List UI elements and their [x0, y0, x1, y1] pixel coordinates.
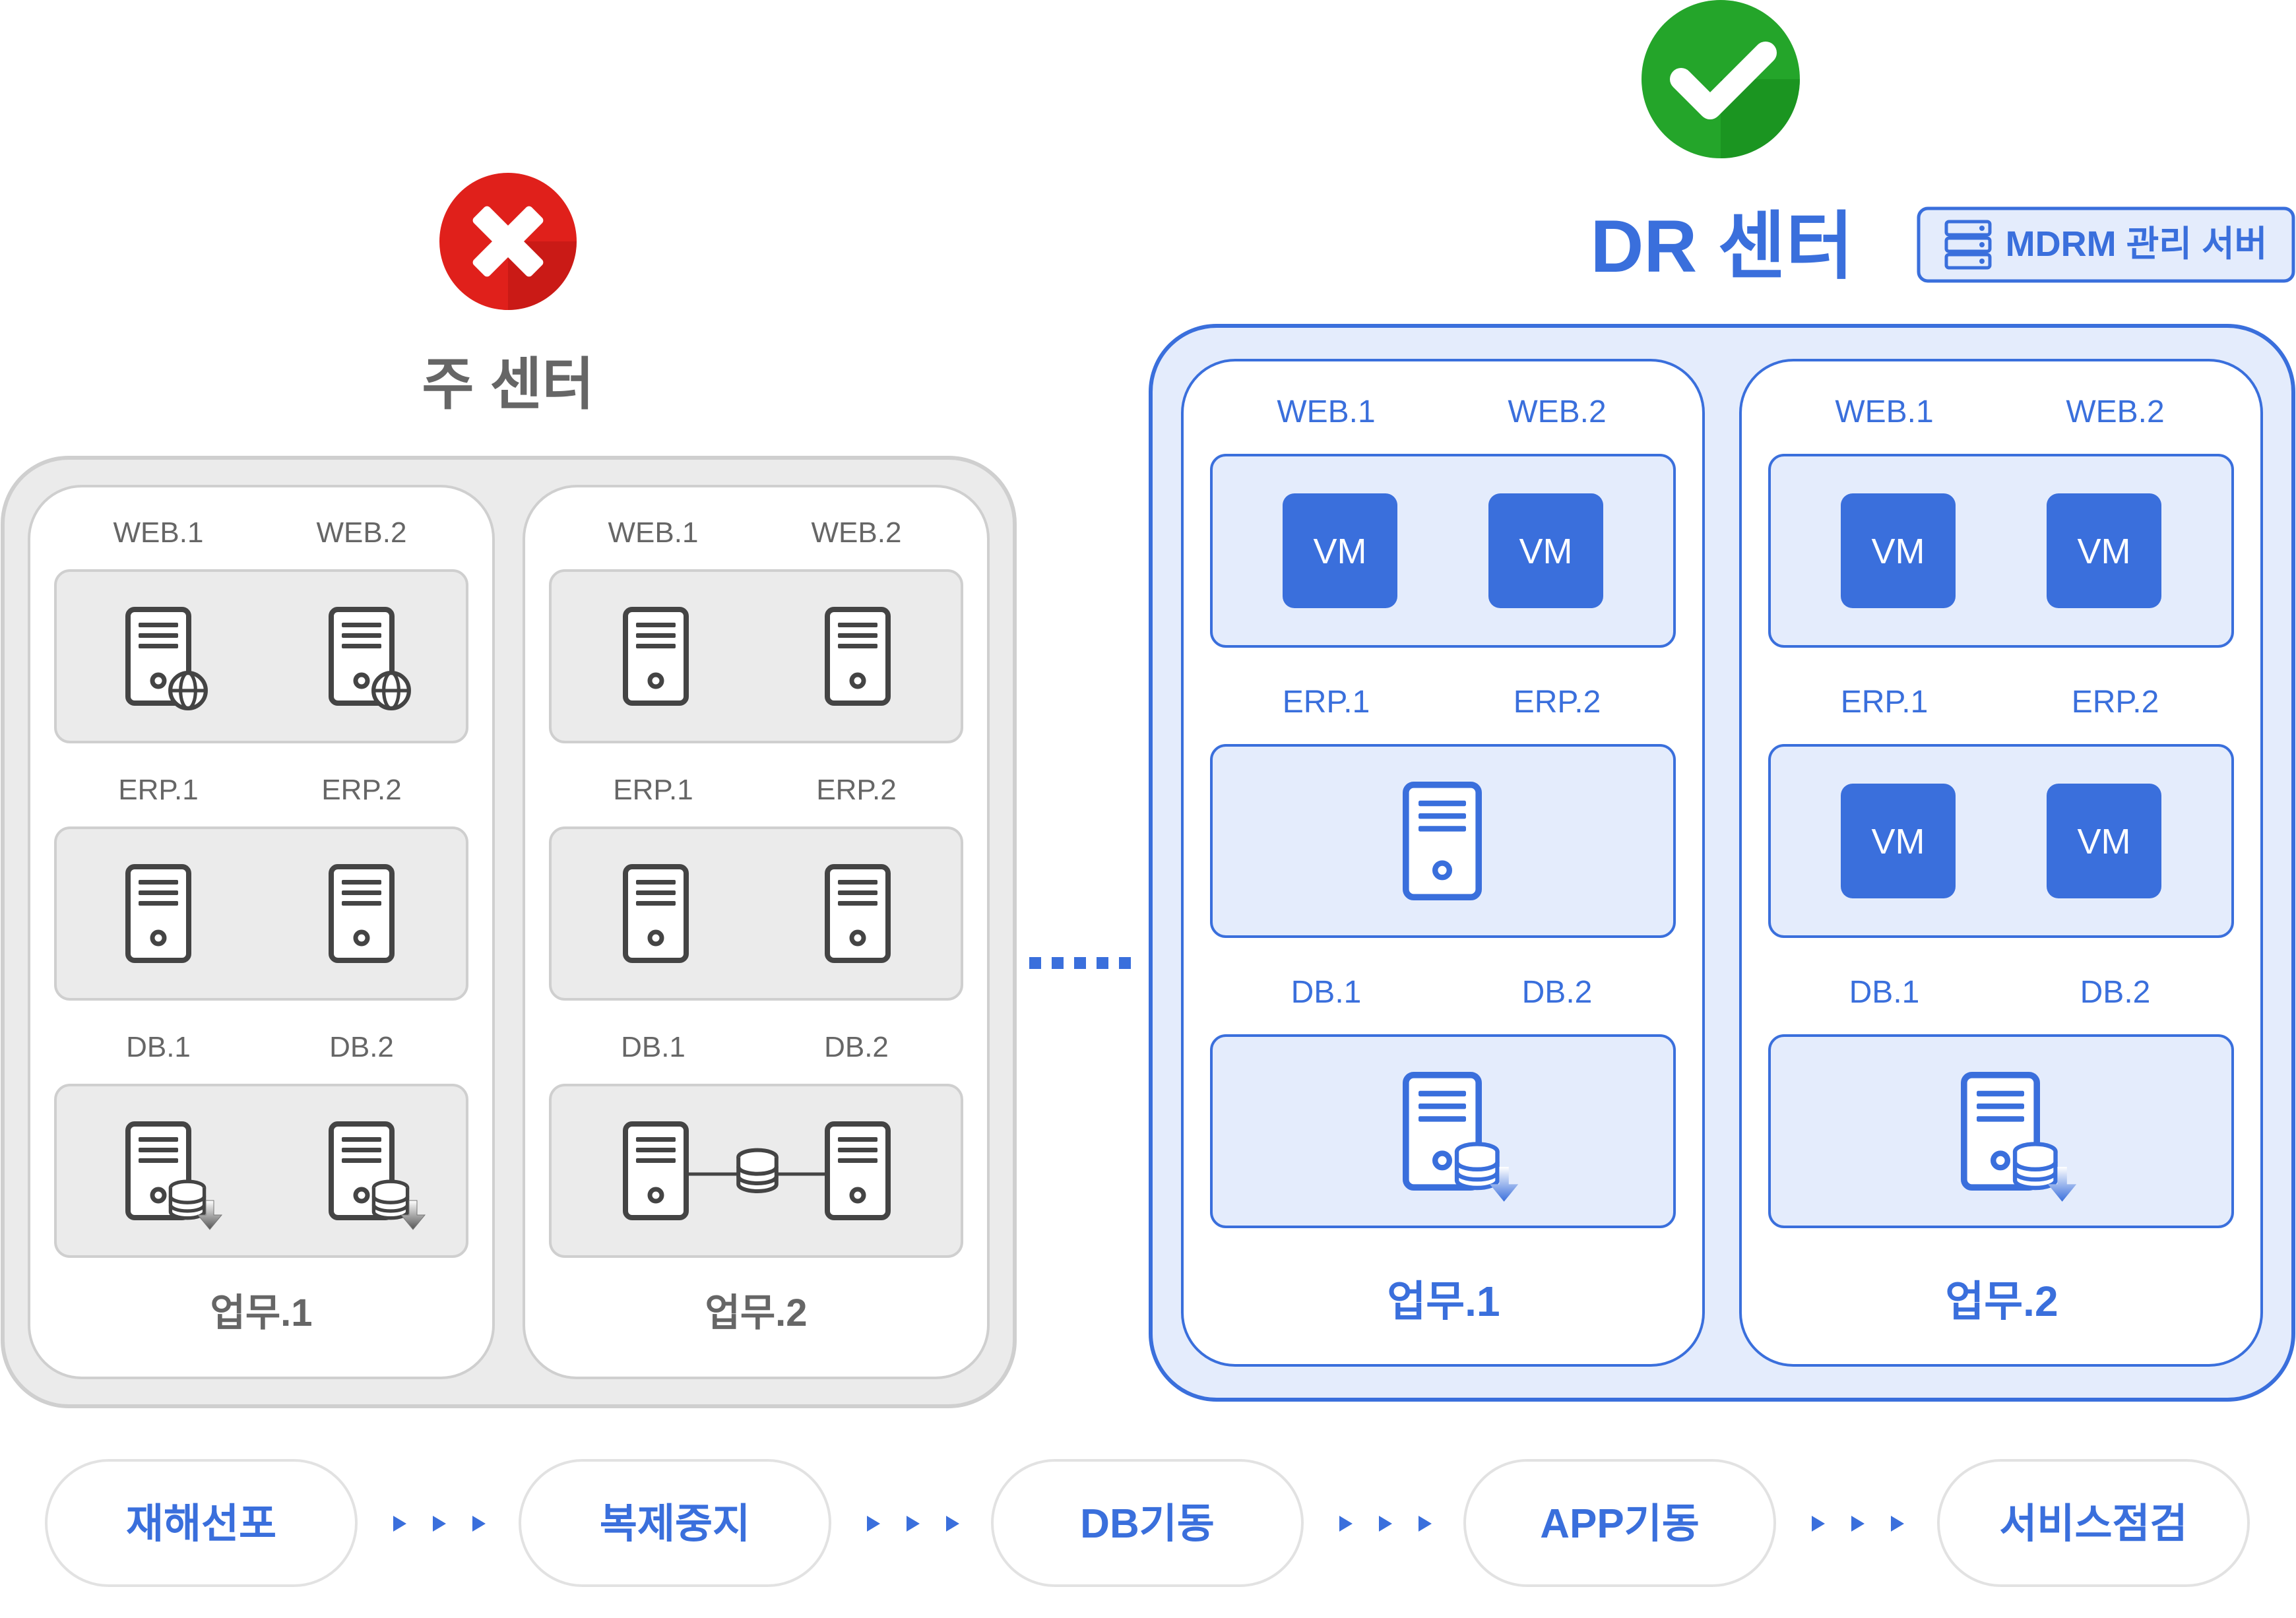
svg-text:APP기동: APP기동	[1540, 1501, 1700, 1547]
main-g1-erp1-label: ERP.1	[118, 774, 199, 806]
dr-g1-erp1-label: ERP.1	[1283, 685, 1370, 720]
main-g2-db1-label: DB.1	[621, 1031, 686, 1063]
svg-text:VM: VM	[1519, 532, 1573, 571]
dr-center-status-icon	[1642, 0, 1800, 158]
dr-g2-erp-panel	[1768, 744, 2234, 938]
main-g1-erp-panel	[54, 826, 468, 1001]
main-g2-web2-label: WEB.2	[812, 516, 902, 549]
main-group-1: WEB.1 WEB.2 ERP.1 ERP.2 DB.1 DB.2 업무.1	[28, 485, 495, 1379]
step-arrows-icon	[1812, 1516, 1904, 1532]
main-group-2-name: 업무.2	[705, 1291, 807, 1334]
server-icon	[331, 867, 392, 960]
process-step: 복제중지	[519, 1459, 831, 1587]
dr-group-2-name: 업무.2	[1945, 1278, 2058, 1325]
vm-box: VM	[2047, 784, 2161, 898]
dr-g2-web2-label: WEB.2	[2066, 394, 2164, 429]
step-arrows-icon	[1339, 1516, 1432, 1532]
main-g1-erp2-label: ERP.2	[321, 774, 402, 806]
dr-g1-web-panel	[1210, 454, 1676, 648]
main-group-1-name: 업무.1	[210, 1291, 312, 1334]
dr-group-1: WEB.1 WEB.2 VM VM ERP.1 ERP.2 DB.1 DB.2 …	[1181, 359, 1705, 1367]
main-g1-web2-label: WEB.2	[317, 516, 407, 549]
main-g1-web-panel	[54, 569, 468, 743]
dr-g2-web1-label: WEB.1	[1835, 394, 1933, 429]
process-step: 서비스점검	[1937, 1459, 2250, 1587]
main-center-status-icon	[439, 173, 577, 310]
mdrm-badge-label: MDRM 관리 서버	[2006, 224, 2268, 264]
dr-g2-erp1-label: ERP.1	[1841, 685, 1929, 720]
svg-text:복제중지: 복제중지	[600, 1501, 750, 1547]
svg-text:VM: VM	[2078, 532, 2131, 571]
svg-text:VM: VM	[1314, 532, 1367, 571]
dr-g1-db2-label: DB.2	[1522, 975, 1593, 1010]
dr-g2-db1-label: DB.1	[1849, 975, 1920, 1010]
dr-group-1-name: 업무.1	[1387, 1278, 1500, 1325]
vm-box: VM	[1841, 784, 1956, 898]
mdrm-badge: MDRM 관리 서버	[1917, 206, 2295, 283]
dr-g1-erp2-label: ERP.2	[1514, 685, 1601, 720]
server-icon	[827, 609, 888, 703]
main-center-title: 주 센터	[422, 353, 594, 416]
svg-text:VM: VM	[2078, 822, 2131, 861]
process-step: 재해선포	[45, 1459, 358, 1587]
dr-g2-web-panel	[1768, 454, 2234, 648]
dr-g1-db1-label: DB.1	[1291, 975, 1362, 1010]
main-g2-web1-label: WEB.1	[608, 516, 699, 549]
dr-center-title: DR 센터	[1591, 205, 1854, 288]
vm-box: VM	[2047, 493, 2161, 608]
main-g2-erp2-label: ERP.2	[816, 774, 897, 806]
main-g2-web-panel	[549, 569, 963, 743]
step-arrows-icon	[867, 1516, 959, 1532]
server-icon	[625, 867, 686, 960]
process-step: APP기동	[1463, 1459, 1776, 1587]
vm-box: VM	[1488, 493, 1603, 608]
process-step: DB기동	[991, 1459, 1304, 1587]
server-icon	[1406, 785, 1479, 897]
main-g2-db2-label: DB.2	[824, 1031, 889, 1063]
main-g2-erp-panel	[549, 826, 963, 1001]
server-icon	[128, 867, 189, 960]
svg-text:서비스점검: 서비스점검	[1999, 1501, 2187, 1547]
main-g1-db2-label: DB.2	[329, 1031, 394, 1063]
dr-group-2: WEB.1 WEB.2 VM VM ERP.1 ERP.2 VM VM DB.1…	[1739, 359, 2263, 1367]
main-g1-web1-label: WEB.1	[113, 516, 204, 549]
svg-text:DB기동: DB기동	[1080, 1501, 1215, 1547]
main-g1-db-panel	[54, 1084, 468, 1258]
dr-g2-erp2-label: ERP.2	[2072, 685, 2159, 720]
svg-text:VM: VM	[1872, 822, 1925, 861]
step-arrows-icon	[393, 1516, 486, 1532]
svg-text:VM: VM	[1872, 532, 1925, 571]
dr-g1-web2-label: WEB.2	[1508, 394, 1606, 429]
main-g1-db1-label: DB.1	[126, 1031, 191, 1063]
process-flow: 재해선포 복제중지 DB기동 APP기동 서비스점검	[45, 1459, 2250, 1587]
server-icon	[625, 609, 686, 703]
server-shared-database-icon	[625, 1124, 888, 1218]
server-rack-icon	[1944, 220, 1992, 270]
vm-box: VM	[1841, 493, 1956, 608]
dr-g1-web1-label: WEB.1	[1277, 394, 1375, 429]
dr-g2-db2-label: DB.2	[2080, 975, 2151, 1010]
svg-text:재해선포: 재해선포	[126, 1501, 276, 1547]
main-g2-erp1-label: ERP.1	[613, 774, 693, 806]
vm-box: VM	[1283, 493, 1397, 608]
server-icon	[827, 867, 888, 960]
main-group-2: WEB.1 WEB.2 ERP.1 ERP.2 DB.1 DB.2 업무.2	[523, 485, 990, 1379]
